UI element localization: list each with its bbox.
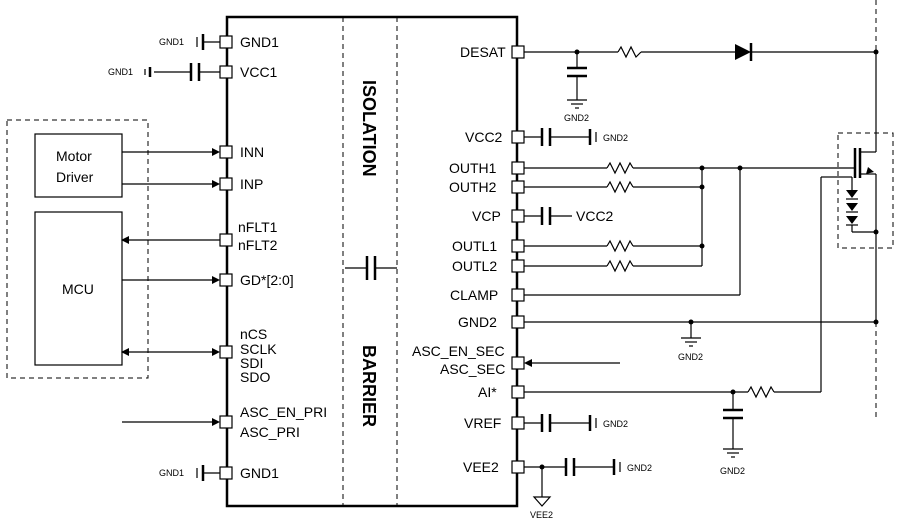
net-label-gnd1: GND1 xyxy=(108,67,133,77)
barrier-label: BARRIER xyxy=(359,345,379,427)
pin-label: ASC_SEC xyxy=(440,361,505,377)
pin-outl: OUTL1 OUTL2 xyxy=(452,238,702,274)
pin-label: nFLT1 xyxy=(238,219,278,235)
pin-inp: INP xyxy=(122,176,263,192)
pin-label: nCS xyxy=(240,326,267,342)
pin-label: VREF xyxy=(464,415,501,431)
net-label-gnd1: GND1 xyxy=(159,37,184,47)
pin-label: SDO xyxy=(240,369,270,385)
pin-label: nFLT2 xyxy=(238,237,278,253)
power-switch-box xyxy=(837,132,894,249)
block-label: MCU xyxy=(62,281,94,297)
sense-diodes xyxy=(836,176,879,235)
pin-asc-sec: ASC_EN_SEC ASC_SEC xyxy=(412,343,620,377)
pin-label: AI* xyxy=(478,384,497,400)
motor-driver-block: Motor Driver xyxy=(34,133,123,198)
controller-group-box xyxy=(6,119,149,379)
pin-nflt: nFLT1 nFLT2 xyxy=(121,219,278,253)
net-label-gnd2: GND2 xyxy=(603,133,628,143)
pin-label: OUTL1 xyxy=(452,238,497,254)
pin-label: OUTH2 xyxy=(449,179,497,195)
pin-desat: DESAT GND2 xyxy=(460,43,876,123)
net-label-vcc2: VCC2 xyxy=(576,208,614,224)
pin-label: ASC_PRI xyxy=(240,424,300,440)
net-label-gnd2: GND2 xyxy=(627,463,652,473)
pin-label: GND1 xyxy=(240,34,279,50)
pin-label: SDI xyxy=(240,355,263,371)
net-label-gnd2: GND2 xyxy=(678,352,703,362)
pin-label: VCC2 xyxy=(465,129,503,145)
pin-label: GND2 xyxy=(458,314,497,330)
pin-label: CLAMP xyxy=(450,287,498,303)
pin-gnd1-top: GND1 GND1 xyxy=(159,34,279,50)
net-label-gnd1: GND1 xyxy=(159,468,184,478)
pin-label: OUTL2 xyxy=(452,258,497,274)
power-transistor xyxy=(838,0,879,418)
pin-vcc2: VCC2 GND2 xyxy=(465,128,628,146)
block-label: Driver xyxy=(56,169,94,185)
pin-ai: AI* GND2 xyxy=(478,176,836,476)
pin-asc-pri: ASC_EN_PRI ASC_PRI xyxy=(122,404,327,440)
pin-spi: nCS SCLK SDI SDO xyxy=(121,326,277,385)
pin-label: INN xyxy=(240,144,264,160)
net-label-gnd2: GND2 xyxy=(603,419,628,429)
pin-gd: GD*[2:0] xyxy=(122,272,294,288)
pin-label: DESAT xyxy=(460,44,506,60)
isolation-label: ISOLATION xyxy=(359,80,379,177)
pin-label: VEE2 xyxy=(463,459,499,475)
pin-label: GND1 xyxy=(240,465,279,481)
net-label-gnd2: GND2 xyxy=(564,113,589,123)
pin-vcp: VCP VCC2 xyxy=(472,207,614,225)
pin-label: SCLK xyxy=(240,341,277,357)
pin-label: ASC_EN_SEC xyxy=(412,343,505,359)
net-label-gnd2: GND2 xyxy=(720,466,745,476)
isolation-capacitor xyxy=(345,256,397,280)
pin-label: GD*[2:0] xyxy=(240,272,294,288)
pin-vee2: VEE2 GND2 VEE2 xyxy=(463,458,652,520)
net-label-vee2: VEE2 xyxy=(530,510,553,520)
pin-vref: VREF GND2 xyxy=(464,414,628,432)
pin-label: VCC1 xyxy=(240,64,278,80)
pin-inn: INN xyxy=(122,144,264,160)
pin-label: ASC_EN_PRI xyxy=(240,404,327,420)
pin-gnd1-bottom: GND1 GND1 xyxy=(159,465,279,481)
pin-gnd2: GND2 GND2 xyxy=(458,314,876,362)
pin-label: VCP xyxy=(472,208,501,224)
pin-label: OUTH1 xyxy=(449,160,497,176)
block-label: Motor xyxy=(56,148,92,164)
pin-outh: OUTH1 OUTH2 xyxy=(449,160,838,266)
mcu-block: MCU xyxy=(34,211,123,366)
pin-clamp: CLAMP xyxy=(450,168,741,303)
pin-label: INP xyxy=(240,176,263,192)
pin-vcc1: VCC1 GND1 xyxy=(108,63,278,81)
